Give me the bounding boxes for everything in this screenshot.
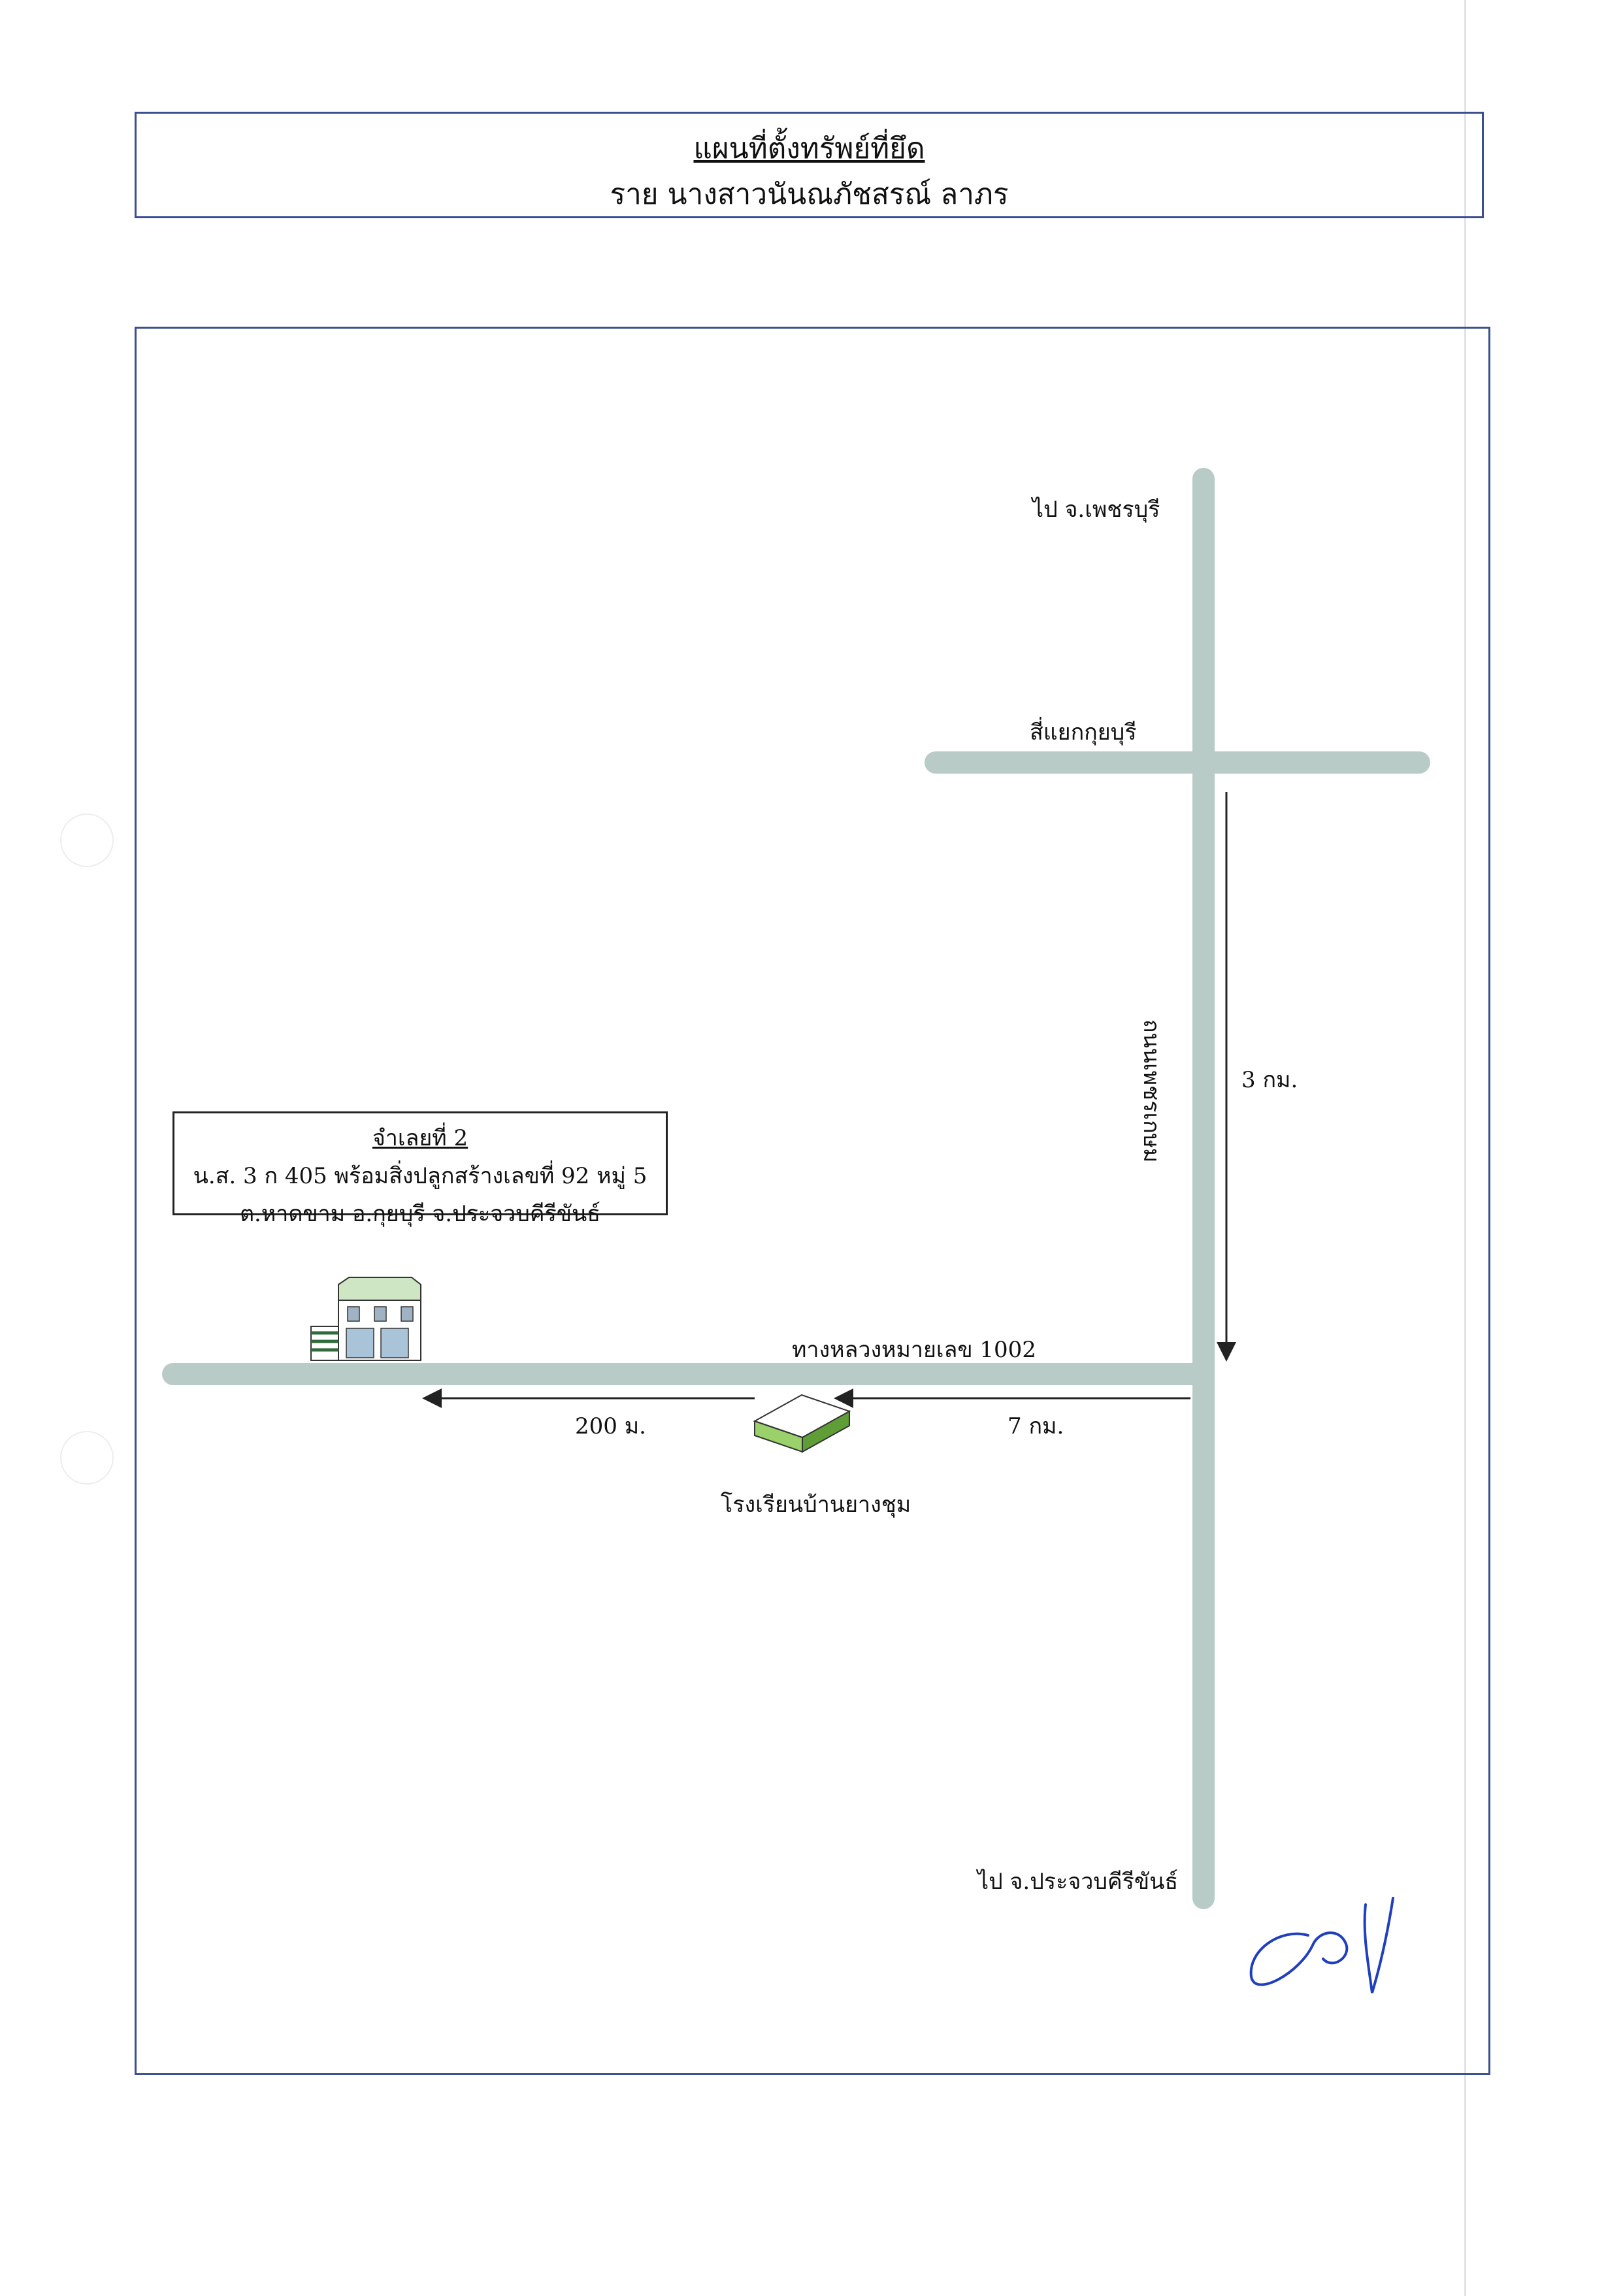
label-to-phetchaburi: ไป จ.เพชรบุรี: [1032, 497, 1160, 523]
label-highway: ทางหลวงหมายเลข 1002: [792, 1337, 1036, 1363]
label-intersection: สี่แยกกุยบุรี: [1030, 719, 1137, 746]
signature-mark: [1249, 1897, 1394, 1993]
school-building-icon: [753, 1394, 851, 1453]
lot-info-box: จำเลยที่ 2 น.ส. 3 ก 405 พร้อมสิ่งปลูกสร้…: [172, 1111, 668, 1227]
page-subtitle: ราย นางสาวนันณภัชสรณ์ ลาภร: [610, 178, 1009, 211]
punch-hole: [60, 813, 114, 867]
label-dist-7km: 7 กม.: [1008, 1413, 1064, 1439]
header-box: แผนที่ตั้งทรัพย์ที่ยึด ราย นางสาวนันณภัช…: [135, 112, 1484, 218]
lot-line1: น.ส. 3 ก 405 พร้อมสิ่งปลูกสร้างเลขที่ 92…: [193, 1163, 648, 1189]
page-title: แผนที่ตั้งทรัพย์ที่ยึด: [693, 132, 925, 165]
map-frame: [135, 327, 1490, 2075]
house-icon: [310, 1277, 421, 1361]
lot-line2: ต.หาดขาม อ.กุยบุรี จ.ประจวบคีรีขันธ์: [239, 1201, 601, 1227]
lot-heading: จำเลยที่ 2: [372, 1125, 468, 1151]
label-dist-200m: 200 ม.: [575, 1413, 646, 1439]
punch-hole: [60, 1431, 114, 1484]
label-school: โรงเรียนบ้านยางชุม: [721, 1492, 911, 1518]
label-to-prachuap: ไป จ.ประจวบคีรีขันธ์: [977, 1869, 1179, 1895]
label-main-road: ถนนเพชรเกษม: [1138, 1019, 1164, 1163]
page-edge-line: [1464, 0, 1466, 2296]
label-dist-3km: 3 กม.: [1241, 1067, 1298, 1093]
